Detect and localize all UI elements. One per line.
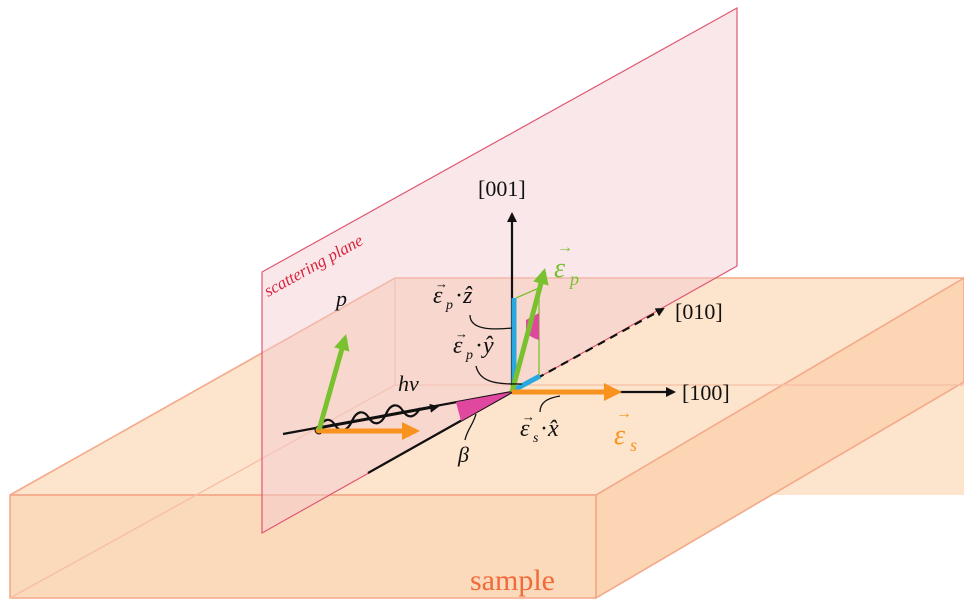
svg-text:→: → <box>455 326 468 341</box>
eps-p-label: → ε p <box>554 239 579 289</box>
eps-p-dot-z-leader <box>469 314 513 330</box>
svg-text:ε: ε <box>453 333 463 359</box>
svg-text:→: → <box>616 405 632 422</box>
svg-text:s: s <box>630 435 637 455</box>
eps-p-arrow <box>509 268 549 393</box>
svg-text:·: · <box>475 333 483 359</box>
svg-text:→: → <box>522 409 535 424</box>
incident-beam: hν β p <box>282 286 513 474</box>
h-nu-label: hν <box>398 371 419 396</box>
eps-s-label: → ε s <box>614 405 637 455</box>
svg-text:x̂: x̂ <box>547 416 559 442</box>
svg-text:ẑ: ẑ <box>462 283 473 309</box>
svg-text:s: s <box>533 431 539 446</box>
eps-s-dot-x-label: → ε s · x̂ <box>520 409 559 446</box>
slab-side-face <box>595 277 964 600</box>
svg-text:ε: ε <box>433 283 443 309</box>
axes: [001] [100] [010] <box>478 176 730 405</box>
axis-001-label: [001] <box>478 176 526 201</box>
beta-label: β <box>457 442 469 467</box>
photon-wave-icon <box>316 404 421 432</box>
sample-label: sample <box>470 564 555 597</box>
eps-p-dot-y-leader <box>475 365 523 385</box>
svg-text:ε: ε <box>520 416 530 442</box>
axis-010-label: [010] <box>675 299 723 324</box>
origin-vectors: → ε p → ε s <box>509 239 637 455</box>
sample-slab <box>9 277 964 600</box>
scattering-plane-surface <box>261 6 738 535</box>
svg-text:·: · <box>540 416 548 442</box>
svg-text:p: p <box>465 348 473 363</box>
eps-p-dot-z-label: → ε p · ẑ <box>433 276 473 313</box>
eps-p-y-projection <box>512 373 542 393</box>
svg-text:ε: ε <box>554 253 565 284</box>
p-label: p <box>334 286 347 311</box>
svg-text:p: p <box>568 269 579 289</box>
svg-text:·: · <box>455 283 463 309</box>
eps-p-dot-y-label: → ε p · ŷ <box>453 326 494 363</box>
svg-text:→: → <box>557 239 573 256</box>
svg-text:ε: ε <box>614 420 625 451</box>
projection-labels: → ε p · ẑ → ε p · ŷ → ε s · x̂ <box>433 276 561 446</box>
beta-angle-wedge <box>456 392 512 421</box>
axis-100-label: [100] <box>682 380 730 405</box>
eps-p-helper-top <box>515 287 540 299</box>
p-polarization-arrow <box>316 334 350 431</box>
eps-s-dot-x-leader <box>539 395 561 413</box>
svg-text:ŷ: ŷ <box>481 333 494 359</box>
beta-leader <box>464 413 477 441</box>
svg-text:→: → <box>435 276 448 291</box>
svg-text:p: p <box>445 298 453 313</box>
